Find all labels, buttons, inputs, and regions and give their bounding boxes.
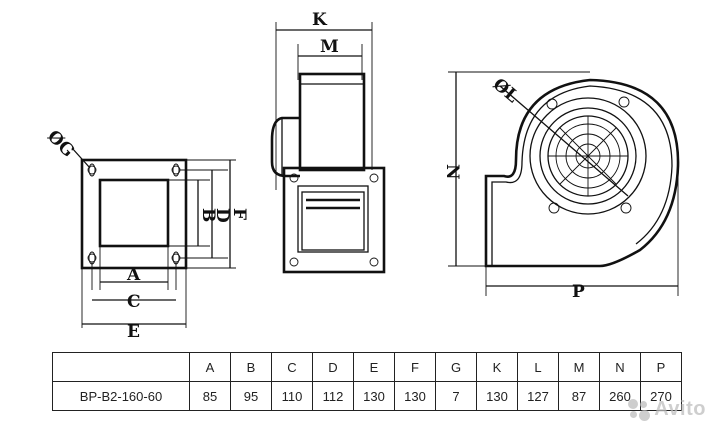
value-l: 127 <box>517 381 559 411</box>
table-corner-cell <box>52 352 190 382</box>
technical-drawing: ØG A C E B D F K M <box>43 10 680 340</box>
label-f: F <box>229 208 249 220</box>
header-n: N <box>599 352 641 382</box>
header-p: P <box>640 352 682 382</box>
value-c: 110 <box>271 381 313 411</box>
header-a: A <box>189 352 231 382</box>
table-header-row: A B C D E F G K L M N P <box>52 352 682 382</box>
header-k: K <box>476 352 518 382</box>
end-view-housing <box>448 71 680 296</box>
header-e: E <box>353 352 395 382</box>
label-d: D <box>212 208 232 223</box>
label-l: ØL <box>489 75 522 108</box>
value-b: 95 <box>230 381 272 411</box>
value-m: 87 <box>558 381 600 411</box>
value-f: 130 <box>394 381 436 411</box>
front-view-flange <box>71 147 236 328</box>
label-k: K <box>312 10 328 30</box>
value-g: 7 <box>435 381 477 411</box>
header-b: B <box>230 352 272 382</box>
model-cell: BP-B2-160-60 <box>52 381 190 411</box>
label-a: A <box>126 265 141 285</box>
watermark-text: Avito <box>654 398 706 420</box>
header-d: D <box>312 352 354 382</box>
avito-logo-icon <box>628 398 651 421</box>
label-g: ØG <box>43 127 78 162</box>
value-p: 270 <box>640 381 682 411</box>
spec-table: A B C D E F G K L M N P BP-B2-160-60 85 … <box>52 352 682 411</box>
label-n: N <box>442 164 462 180</box>
label-p: P <box>572 282 585 302</box>
header-g: G <box>435 352 477 382</box>
label-e: E <box>127 322 140 340</box>
label-b: B <box>198 208 218 222</box>
header-c: C <box>271 352 313 382</box>
label-m: M <box>320 37 339 57</box>
header-l: L <box>517 352 559 382</box>
value-d: 112 <box>312 381 354 411</box>
header-f: F <box>394 352 436 382</box>
label-c: C <box>127 292 141 312</box>
header-m: M <box>558 352 600 382</box>
watermark: Avito <box>628 398 706 421</box>
value-a: 85 <box>189 381 231 411</box>
side-view <box>270 22 386 274</box>
value-e: 130 <box>353 381 395 411</box>
table-row: BP-B2-160-60 85 95 110 112 130 130 7 130… <box>52 381 682 411</box>
value-k: 130 <box>476 381 518 411</box>
